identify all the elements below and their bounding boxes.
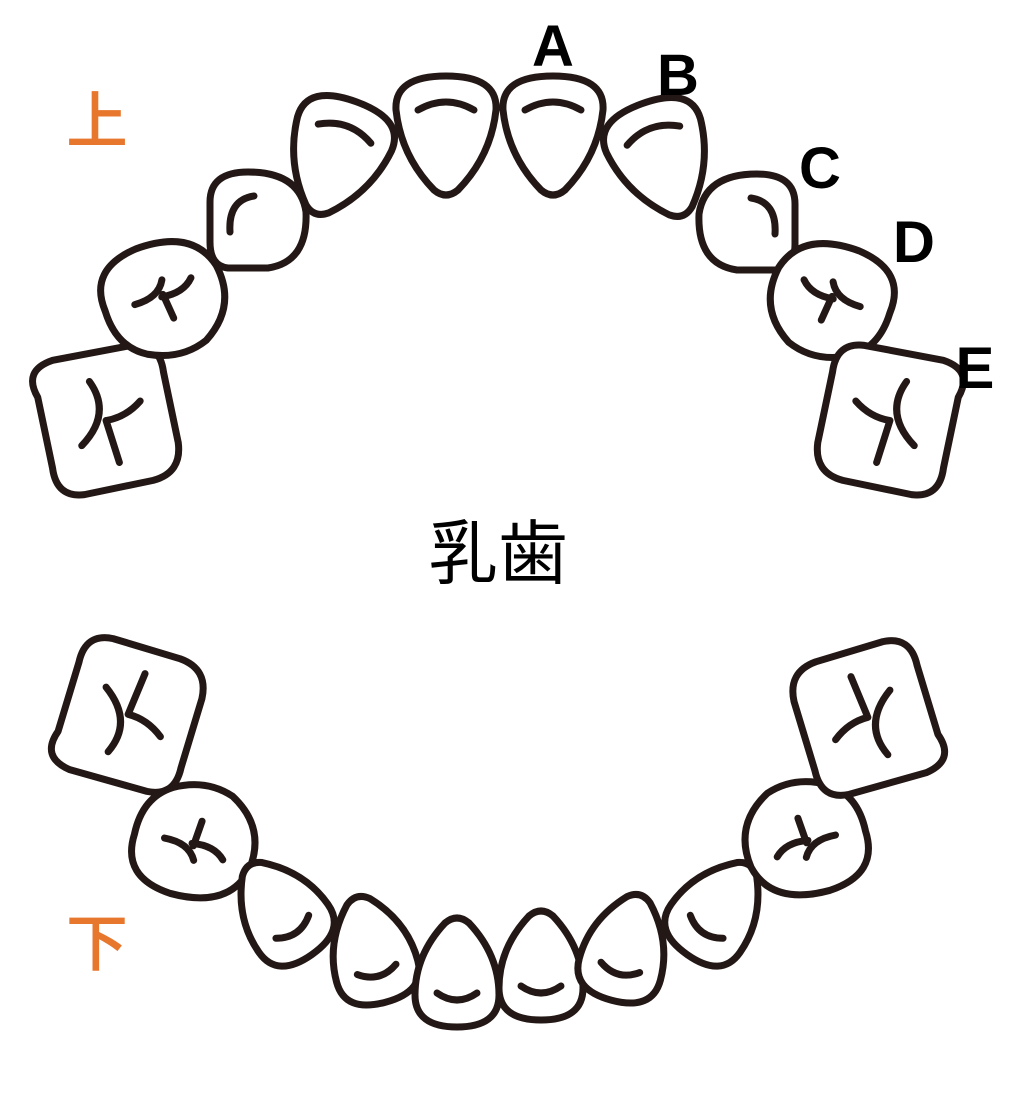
- tooth-lower-left-e: [43, 626, 217, 805]
- tooth-lower-right-a: [499, 911, 583, 1020]
- label-e: E: [956, 336, 995, 401]
- label-b: B: [657, 43, 699, 108]
- tooth-upper-right-a: [503, 76, 603, 195]
- lower-arch: [43, 626, 953, 1027]
- tooth-lower-left-b: [317, 886, 426, 1013]
- tooth-lower-left-a: [415, 918, 499, 1027]
- tooth-upper-right-c: [699, 174, 795, 270]
- lower-jaw-label: 下: [67, 910, 127, 980]
- tooth-lower-right-b: [571, 884, 680, 1011]
- upper-jaw-label: 上: [67, 87, 127, 157]
- tooth-upper-left-a: [396, 76, 496, 195]
- tooth-upper-left-c: [210, 172, 306, 268]
- label-c: C: [799, 136, 841, 201]
- diagram-title: 乳歯: [428, 513, 568, 595]
- label-a: A: [532, 14, 574, 79]
- label-d: D: [893, 210, 935, 275]
